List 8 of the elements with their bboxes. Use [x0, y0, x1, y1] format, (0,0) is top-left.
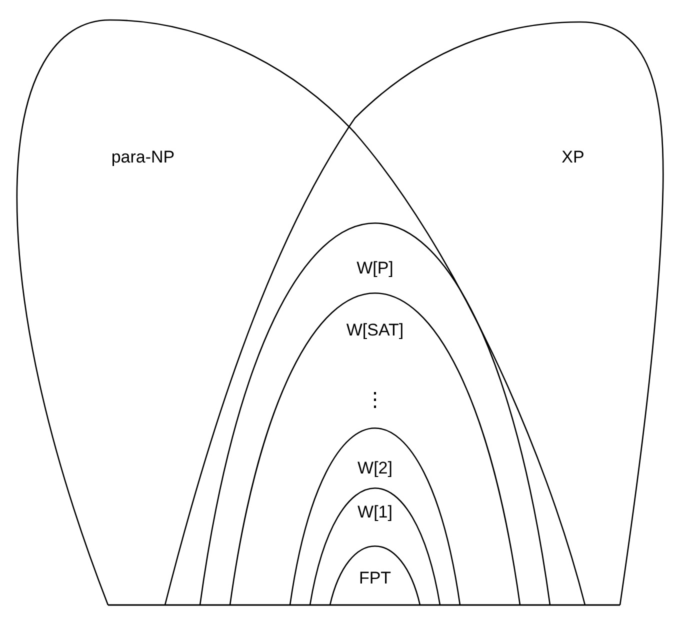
class-label: W[P]: [356, 260, 394, 276]
class-label: W[SAT]: [346, 322, 404, 338]
class-label: para-NP: [111, 148, 175, 166]
class-label: W[1]: [358, 504, 392, 520]
class-label: FPT: [358, 570, 392, 586]
ellipsis-label: ⋮: [365, 390, 385, 410]
class-label: XP: [562, 148, 584, 166]
class-label: W[2]: [358, 460, 392, 476]
